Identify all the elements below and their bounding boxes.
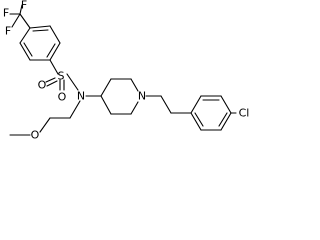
piperidine-bond	[130, 78, 139, 92]
atom-labels: F F F S O O N O N Cl	[3, 0, 250, 142]
atom-label-f2: F	[21, 0, 27, 12]
ring1-bond	[19, 42, 31, 61]
atom-label-o1: O	[38, 79, 47, 92]
ring1-bond	[49, 25, 61, 44]
ring1-bond	[29, 25, 51, 29]
bond-ch2-o	[39, 117, 51, 133]
ring2-double-bond	[218, 112, 228, 127]
atom-label-cl: Cl	[239, 107, 250, 120]
bond-s-o1	[45, 77, 56, 83]
piperidine-bond	[130, 101, 139, 115]
atom-label-n-sulfonamide: N	[77, 90, 85, 103]
bond-cf3-f2	[19, 4, 23, 15]
atom-label-o2: O	[58, 91, 67, 104]
piperidine-bond	[100, 95, 112, 115]
piperidine-bond	[100, 78, 112, 97]
ring2-bond	[190, 95, 202, 114]
bond-cf3-f3	[11, 13, 21, 28]
bond-s-n	[66, 73, 79, 91]
ring1-bond	[49, 42, 61, 61]
ring1-double-bond	[46, 43, 56, 58]
bond-n-ch2	[69, 100, 81, 119]
bond-s-o1	[46, 80, 58, 87]
atom-label-o-methoxy: O	[31, 129, 40, 142]
atom-label-f1: F	[3, 7, 9, 20]
atom-label-f3: F	[5, 25, 11, 38]
bond-cf3-ring	[19, 13, 31, 29]
ring1-double-bond	[32, 29, 49, 32]
ring2-bond	[190, 112, 202, 131]
molecule-canvas: F F F S O O N O N Cl	[2, 0, 250, 142]
atom-label-s: S	[58, 70, 65, 83]
structure-diagram: F F F S O O N O N Cl	[3, 0, 250, 142]
ring1-bond	[19, 27, 31, 44]
bonds	[9, 4, 237, 136]
ring1-double-bond	[23, 42, 33, 57]
atom-label-n-piperidine: N	[138, 90, 146, 103]
bond-ch2-ch2-aryl	[160, 95, 172, 114]
ring2-bond	[220, 95, 232, 114]
bond-ring-s	[49, 59, 59, 75]
ring2-bond	[220, 112, 232, 131]
ring2-double-bond	[194, 112, 204, 127]
